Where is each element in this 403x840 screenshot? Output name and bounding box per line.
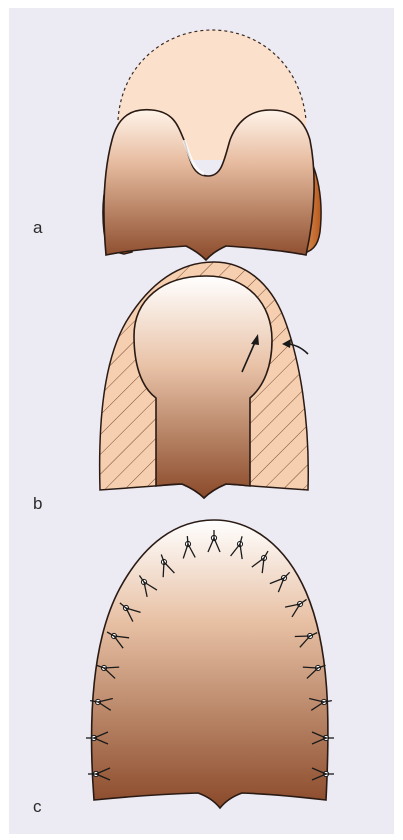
- panel-label-b: b: [33, 494, 42, 514]
- panel-b-drawing: [100, 262, 309, 498]
- panel-label-c: c: [33, 797, 42, 817]
- panel-a-drawing: [103, 30, 321, 260]
- panel-c-drawing: [86, 520, 334, 808]
- panel-label-a: a: [33, 218, 42, 238]
- tissue-block-c: [92, 520, 328, 808]
